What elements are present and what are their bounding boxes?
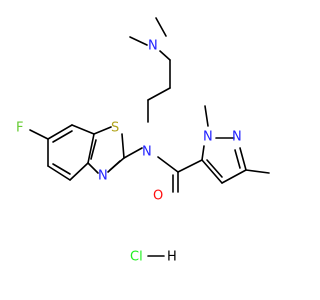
bond xyxy=(245,169,270,174)
atom-cl-salt: Cl xyxy=(130,250,143,265)
bond xyxy=(52,163,71,175)
atom-n-amide: N xyxy=(142,145,152,160)
bond xyxy=(201,159,223,184)
bond xyxy=(221,169,247,184)
bond xyxy=(87,133,95,164)
bond xyxy=(159,50,171,61)
bond xyxy=(157,156,179,173)
atom-labels: N N S N F O N N Cl H xyxy=(16,39,242,265)
atom-n-pyrazole-2: N xyxy=(232,130,242,145)
bond xyxy=(29,129,49,140)
bond xyxy=(129,36,148,46)
atom-n-pyrazole-1: N xyxy=(203,130,213,145)
bond xyxy=(93,126,112,135)
bond xyxy=(123,147,143,159)
bond xyxy=(239,147,247,171)
bond xyxy=(47,124,73,140)
bond xyxy=(121,133,125,159)
bond xyxy=(206,159,223,178)
bond xyxy=(69,162,89,181)
bond xyxy=(201,145,205,161)
structure-canvas: N N S N F O N N Cl H xyxy=(16,17,270,265)
atom-h-salt: H xyxy=(167,250,177,265)
molecule-drawing: N N S N F O N N Cl H xyxy=(16,17,270,265)
bond xyxy=(71,124,95,135)
atom-s-thiazole: S xyxy=(111,121,119,136)
bond xyxy=(155,17,167,37)
atom-o-carbonyl: O xyxy=(153,189,163,204)
bond xyxy=(52,130,73,143)
bond xyxy=(107,160,121,173)
bond xyxy=(177,159,203,173)
bond xyxy=(87,162,99,174)
bond xyxy=(147,87,171,101)
bond xyxy=(90,139,97,160)
bond xyxy=(47,165,71,181)
bond xyxy=(234,149,241,169)
bond xyxy=(204,105,209,127)
atom-n-dimethyl: N xyxy=(148,39,158,54)
bonds xyxy=(29,17,270,257)
atom-f-fluoro: F xyxy=(16,121,23,136)
atom-n-thiazole: N xyxy=(98,169,108,184)
